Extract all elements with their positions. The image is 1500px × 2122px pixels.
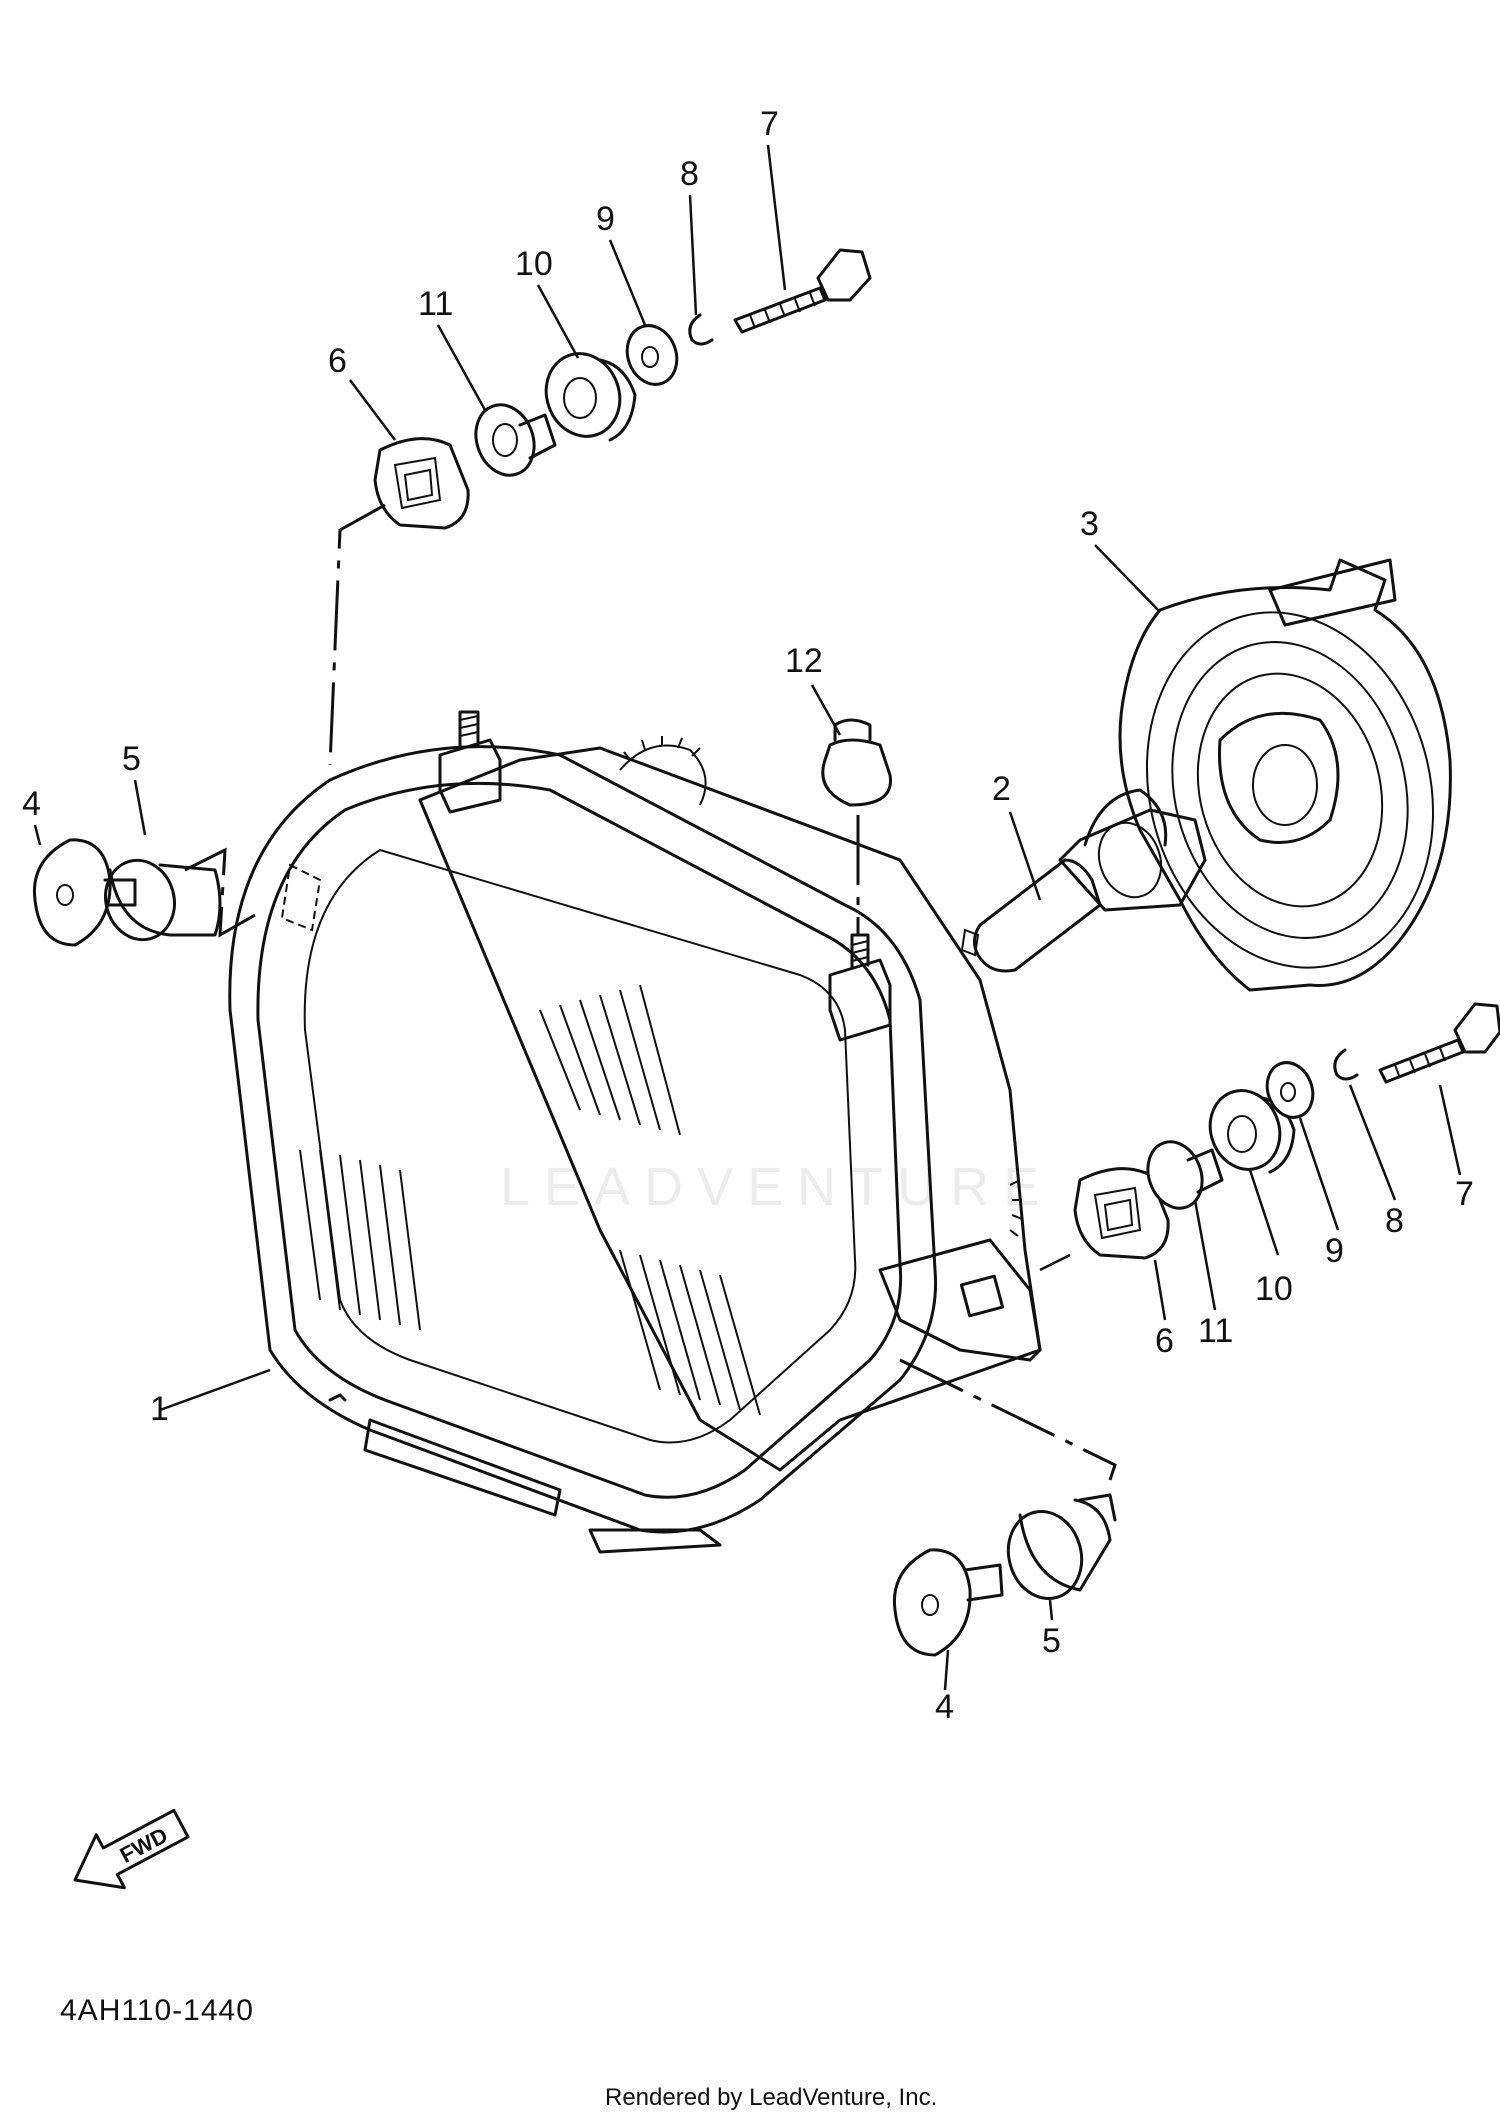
callout-5-left: 5 bbox=[122, 740, 141, 778]
callout-12: 12 bbox=[785, 642, 823, 680]
lower-adjuster-set bbox=[1039, 1002, 1500, 1272]
callout-10-upper: 10 bbox=[515, 245, 553, 283]
callout-10-lower: 10 bbox=[1255, 1270, 1293, 1308]
upper-adjuster-set bbox=[328, 248, 872, 766]
callout-11-lower: 11 bbox=[1198, 1312, 1233, 1350]
callout-5-lower: 5 bbox=[1042, 1622, 1061, 1660]
callout-1: 1 bbox=[150, 1390, 169, 1428]
callout-9-upper: 9 bbox=[596, 200, 615, 238]
lower-mount-set bbox=[892, 1358, 1117, 1657]
callout-4-left: 4 bbox=[22, 785, 41, 823]
callout-8-upper: 8 bbox=[680, 155, 699, 193]
callout-6-lower: 6 bbox=[1155, 1322, 1174, 1360]
nut-12 bbox=[821, 718, 892, 935]
callout-9-lower: 9 bbox=[1325, 1232, 1344, 1270]
diagram-code: 4AH110-1440 bbox=[60, 1994, 254, 2027]
callout-3: 3 bbox=[1080, 505, 1099, 543]
callout-7-lower: 7 bbox=[1455, 1175, 1474, 1213]
left-mount-set bbox=[32, 838, 256, 947]
callout-7-upper: 7 bbox=[760, 105, 779, 143]
callout-4-lower: 4 bbox=[935, 1688, 954, 1726]
callout-6-upper: 6 bbox=[328, 342, 347, 380]
callout-8-lower: 8 bbox=[1385, 1202, 1404, 1240]
render-credit: Rendered by LeadVenture, Inc. bbox=[605, 2084, 937, 2111]
callout-11-upper: 11 bbox=[418, 285, 453, 323]
fwd-arrow: FWD bbox=[73, 1808, 190, 1890]
headlight-unit bbox=[228, 710, 1042, 1554]
callout-2: 2 bbox=[992, 770, 1011, 808]
callout-labels: 1 2 3 4 5 6 7 8 9 10 11 12 4 5 6 7 8 9 1… bbox=[22, 105, 1474, 1726]
bulb bbox=[960, 788, 1207, 973]
leader-lines bbox=[33, 144, 1462, 1691]
rear-cover bbox=[1118, 558, 1452, 992]
